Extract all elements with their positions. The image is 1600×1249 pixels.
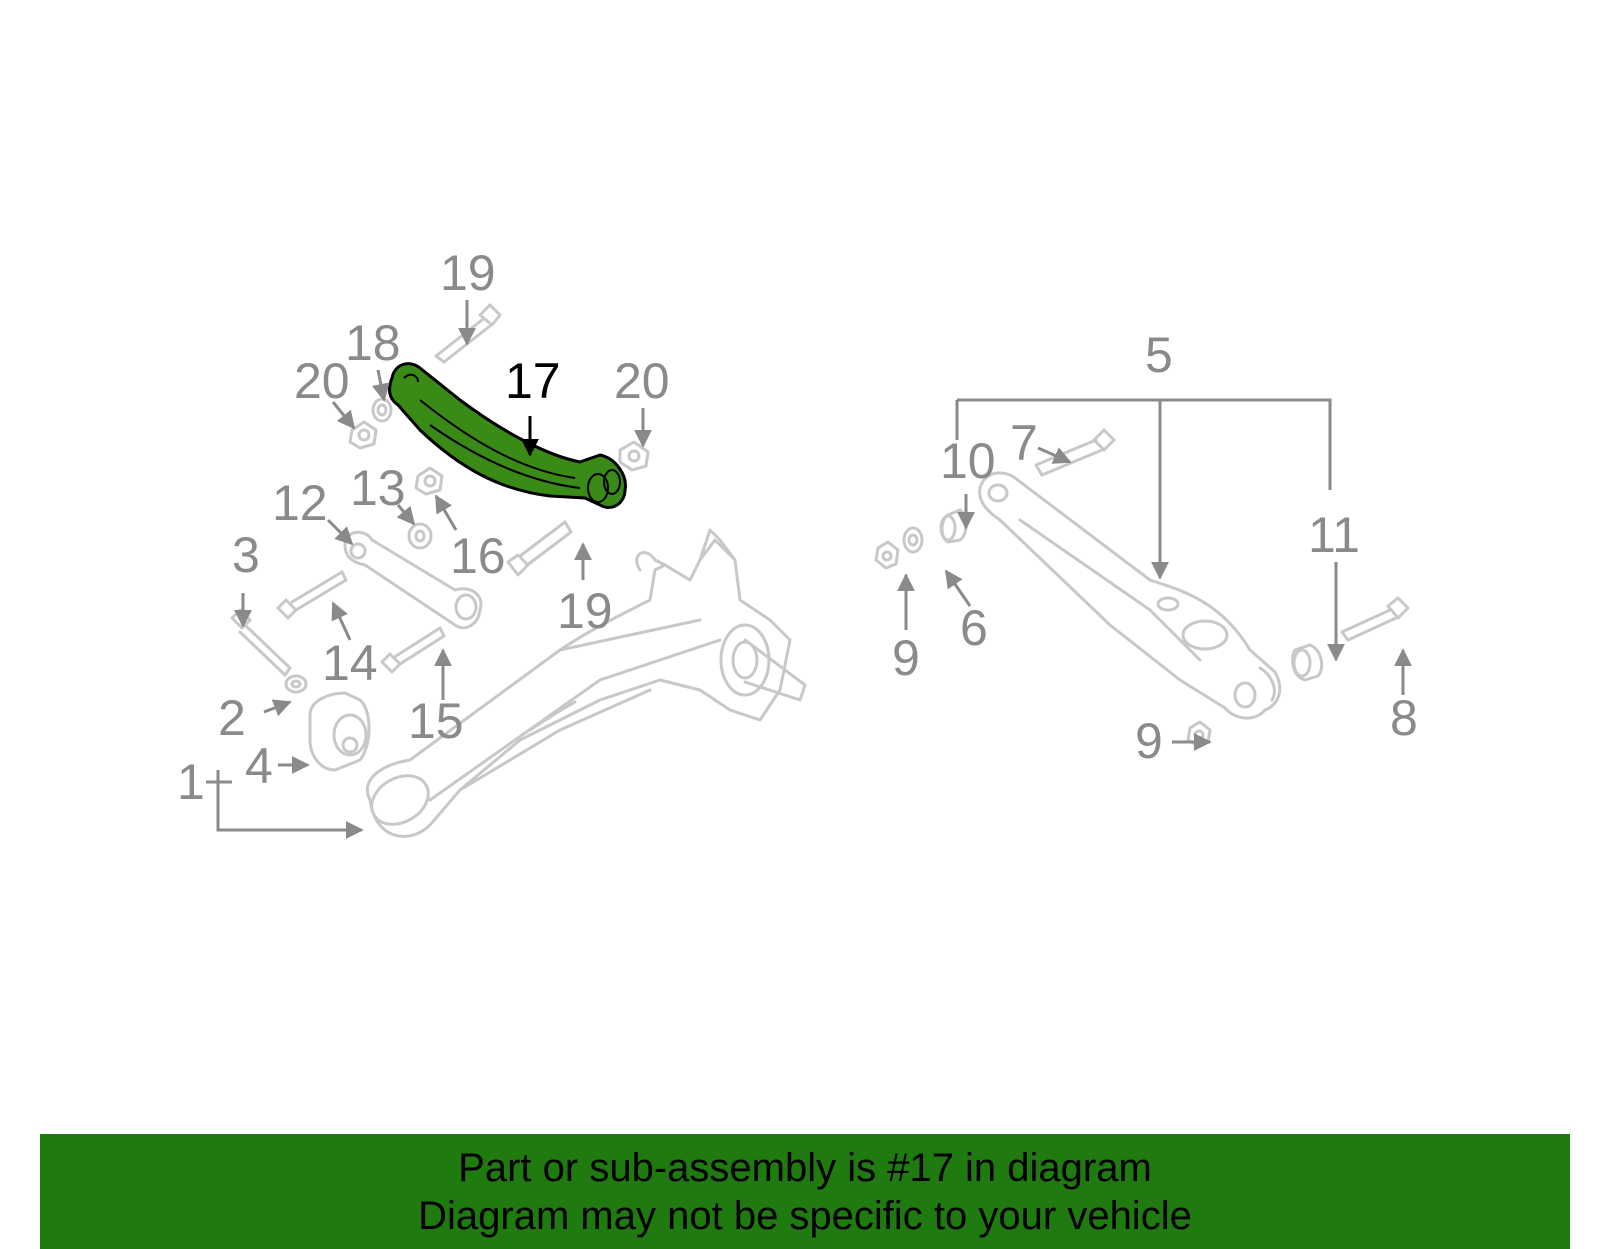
callout-3: 3 (232, 527, 260, 583)
callout-19-upper: 19 (440, 245, 496, 301)
info-banner: Part or sub-assembly is #17 in diagram D… (40, 1134, 1570, 1249)
nut-9-left (874, 540, 900, 570)
banner-line-part: Part or sub-assembly is #17 in diagram (458, 1145, 1152, 1190)
banner-line-disclaimer: Diagram may not be specific to your vehi… (418, 1193, 1192, 1238)
callout-17[interactable]: 17 (505, 353, 561, 409)
callout-labels: 1 4 2 3 12 13 16 14 15 19 19 18 20 20 17… (177, 245, 1418, 810)
bushing-10 (939, 508, 968, 544)
callout-16: 16 (450, 528, 506, 584)
callout-4: 4 (245, 738, 273, 794)
callout-14: 14 (322, 635, 378, 691)
bushing-11 (1291, 643, 1324, 682)
callout-20-right: 20 (614, 353, 670, 409)
washer-2 (284, 674, 308, 694)
callout-6: 6 (960, 600, 988, 656)
callout-9-left: 9 (892, 630, 920, 686)
callout-20-left: 20 (294, 353, 350, 409)
callout-9-right: 9 (1135, 713, 1163, 769)
callout-7: 7 (1010, 415, 1038, 471)
nut-20-left (348, 420, 378, 450)
bolt-14 (276, 570, 348, 620)
callout-1: 1 (177, 754, 205, 810)
callout-11: 11 (1308, 507, 1360, 563)
bolt-8 (1340, 596, 1410, 642)
callout-2: 2 (218, 690, 246, 746)
callout-13: 13 (350, 460, 406, 516)
nut-13 (407, 522, 433, 550)
callout-19-lower: 19 (557, 583, 613, 639)
callout-12: 12 (272, 475, 328, 531)
washer-18 (371, 397, 393, 423)
callout-5: 5 (1145, 327, 1173, 383)
callout-10: 10 (940, 433, 996, 489)
bolt-15 (380, 626, 446, 674)
bolt-19-lower (506, 520, 573, 577)
callout-15: 15 (408, 693, 464, 749)
callout-8: 8 (1390, 690, 1418, 746)
bolt-3 (230, 608, 292, 677)
lower-control-arm-5 (978, 471, 1282, 720)
nut-20-right (618, 440, 650, 472)
trailing-arm (366, 528, 807, 838)
bushing-4 (308, 691, 371, 772)
callout-18: 18 (345, 315, 401, 371)
nut-16 (414, 466, 444, 496)
upper-link-12 (343, 530, 483, 630)
control-arm-17[interactable] (388, 362, 627, 509)
leader-lines (206, 300, 1412, 839)
washer-6 (902, 526, 924, 554)
